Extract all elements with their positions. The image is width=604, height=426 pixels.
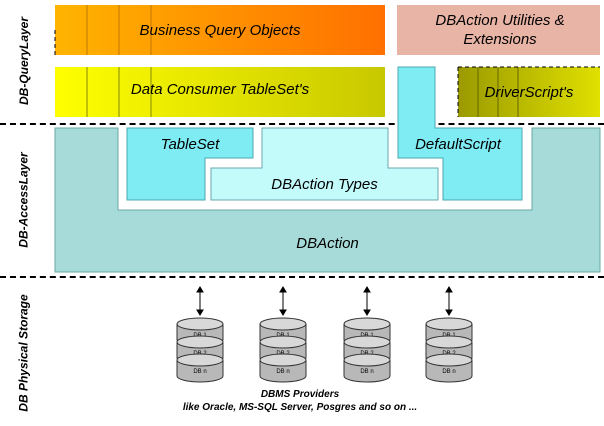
database-segment-top bbox=[176, 353, 224, 367]
database-segment-top bbox=[343, 335, 391, 349]
business-query-objects-box bbox=[54, 5, 385, 55]
dbaction-utilities-box bbox=[397, 5, 600, 55]
database-segment-label: DB n bbox=[276, 369, 289, 375]
providers-subtitle: like Oracle, MS-SQL Server, Posgres and … bbox=[182, 402, 418, 413]
database-segment-label: DB n bbox=[193, 369, 206, 375]
database-segment-top bbox=[176, 317, 224, 331]
dbaction-types-box bbox=[210, 127, 439, 201]
business-query-objects-label: Business Query Objects bbox=[139, 21, 301, 39]
dbaction-label: DBAction bbox=[296, 234, 359, 252]
database-segment-label: DB n bbox=[442, 369, 455, 375]
database-segment-top bbox=[259, 317, 307, 331]
access-storage-divider bbox=[0, 276, 604, 278]
database-segment-top bbox=[259, 353, 307, 367]
driver-scripts-label: DriverScript's bbox=[484, 83, 574, 101]
database-segment-top bbox=[343, 317, 391, 331]
database-segment-top bbox=[425, 353, 473, 367]
dbaction-utilities-label: DBAction Utilities & Extensions bbox=[435, 12, 565, 48]
database-cylinder: DB 1DB 2DB n bbox=[343, 317, 391, 383]
default-script-label: DefaultScript bbox=[415, 135, 501, 153]
query-access-divider bbox=[0, 123, 604, 125]
database-segment-label: DB n bbox=[360, 369, 373, 375]
tableset-label: TableSet bbox=[160, 135, 220, 153]
tableset-box bbox=[126, 127, 254, 201]
database-cylinder: DB 1DB 2DB n bbox=[176, 317, 224, 383]
default-script-box bbox=[397, 66, 523, 201]
database-segment-top bbox=[425, 317, 473, 331]
dbaction-box bbox=[54, 127, 601, 273]
database-segment-top bbox=[343, 353, 391, 367]
data-consumer-tablesets-box bbox=[55, 67, 385, 117]
database-segment-top bbox=[259, 335, 307, 349]
data-consumer-tablesets-label: Data Consumer TableSet's bbox=[130, 81, 310, 98]
database-segment-top bbox=[176, 335, 224, 349]
connection-arrows bbox=[196, 286, 453, 316]
database-cylinder: DB 1DB 2DB n bbox=[425, 317, 473, 383]
database-segment-top bbox=[425, 335, 473, 349]
providers-title: DBMS Providers bbox=[260, 389, 340, 400]
database-cylinder: DB 1DB 2DB n bbox=[259, 317, 307, 383]
dbaction-types-label: DBAction Types bbox=[271, 175, 378, 193]
driver-scripts-box bbox=[457, 66, 600, 117]
